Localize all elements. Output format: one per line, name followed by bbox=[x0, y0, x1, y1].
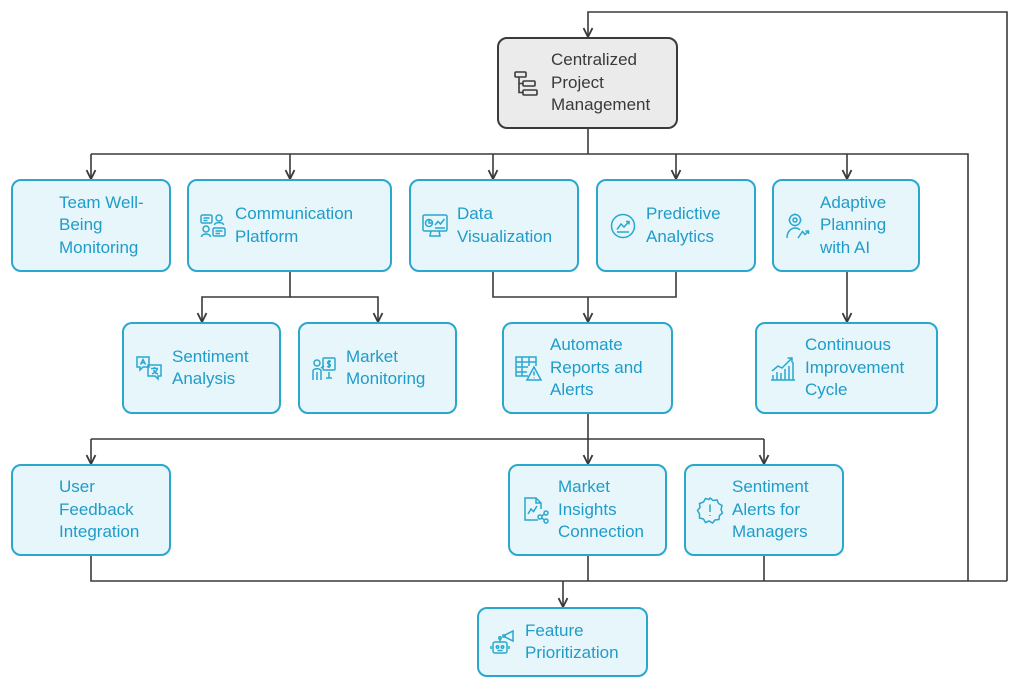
alert-badge-icon bbox=[688, 496, 732, 524]
presenter-dollar-icon bbox=[302, 354, 346, 382]
node-label: Feature Prioritization bbox=[525, 620, 619, 663]
node-label: Adaptive Planning with AI bbox=[820, 192, 887, 257]
ai-person-icon bbox=[776, 212, 820, 240]
node-label: Predictive Analytics bbox=[646, 204, 721, 246]
connector-comm-trunk bbox=[202, 271, 291, 322]
growth-bars-icon bbox=[761, 354, 805, 382]
node-label: Data Visualization bbox=[457, 204, 553, 246]
node-communication-platform: Communication Platform bbox=[187, 179, 392, 272]
node-data-visualization: Data Visualization bbox=[409, 179, 579, 272]
node-adaptive-planning-with-ai: Adaptive Planning with AI bbox=[772, 179, 920, 272]
connector-feedback-loop bbox=[588, 11, 1008, 581]
node-label: Market Monitoring bbox=[346, 346, 426, 389]
node-centralized-project-management: Centralized Project Management bbox=[497, 37, 678, 129]
node-market-insights-connection: Market Insights Connection bbox=[508, 464, 667, 556]
node-label: Continuous Improvement Cycle bbox=[805, 335, 905, 400]
robot-megaphone-icon bbox=[481, 628, 525, 656]
node-label: User Feedback Integration bbox=[59, 477, 140, 542]
connector-bottom-bus bbox=[90, 556, 1007, 582]
connector-dataviz-predictive bbox=[492, 271, 677, 298]
node-user-feedback-integration: User Feedback Integration bbox=[11, 464, 171, 556]
table-warning-icon bbox=[506, 354, 550, 382]
chat-people-icon bbox=[191, 212, 235, 240]
connector-root-bus bbox=[91, 153, 969, 581]
node-predictive-analytics: Predictive Analytics bbox=[596, 179, 756, 272]
node-label: Centralized Project Management bbox=[551, 50, 651, 115]
node-label: Sentiment Alerts for Managers bbox=[732, 477, 809, 542]
document-network-icon bbox=[512, 496, 558, 524]
node-label: Team Well- Being Monitoring bbox=[59, 192, 144, 257]
node-label: Communication Platform bbox=[235, 204, 354, 246]
translate-bubbles-icon bbox=[126, 354, 172, 382]
node-sentiment-alerts-for-managers: Sentiment Alerts for Managers bbox=[684, 464, 844, 556]
monitor-chart-icon bbox=[413, 212, 457, 240]
node-feature-prioritization: Feature Prioritization bbox=[477, 607, 648, 677]
node-continuous-improvement-cycle: Continuous Improvement Cycle bbox=[755, 322, 938, 414]
trend-circle-icon bbox=[600, 212, 646, 240]
node-automate-reports-and-alerts: Automate Reports and Alerts bbox=[502, 322, 673, 414]
node-sentiment-analysis: Sentiment Analysis bbox=[122, 322, 281, 414]
node-label: Sentiment Analysis bbox=[172, 346, 249, 389]
gantt-chart-icon bbox=[503, 69, 551, 97]
node-market-monitoring: Market Monitoring bbox=[298, 322, 457, 414]
node-team-well-being-monitoring: Team Well- Being Monitoring bbox=[11, 179, 171, 272]
connector-comm-to-market bbox=[290, 296, 378, 322]
node-label: Market Insights Connection bbox=[558, 477, 645, 542]
node-label: Automate Reports and Alerts bbox=[550, 335, 643, 400]
